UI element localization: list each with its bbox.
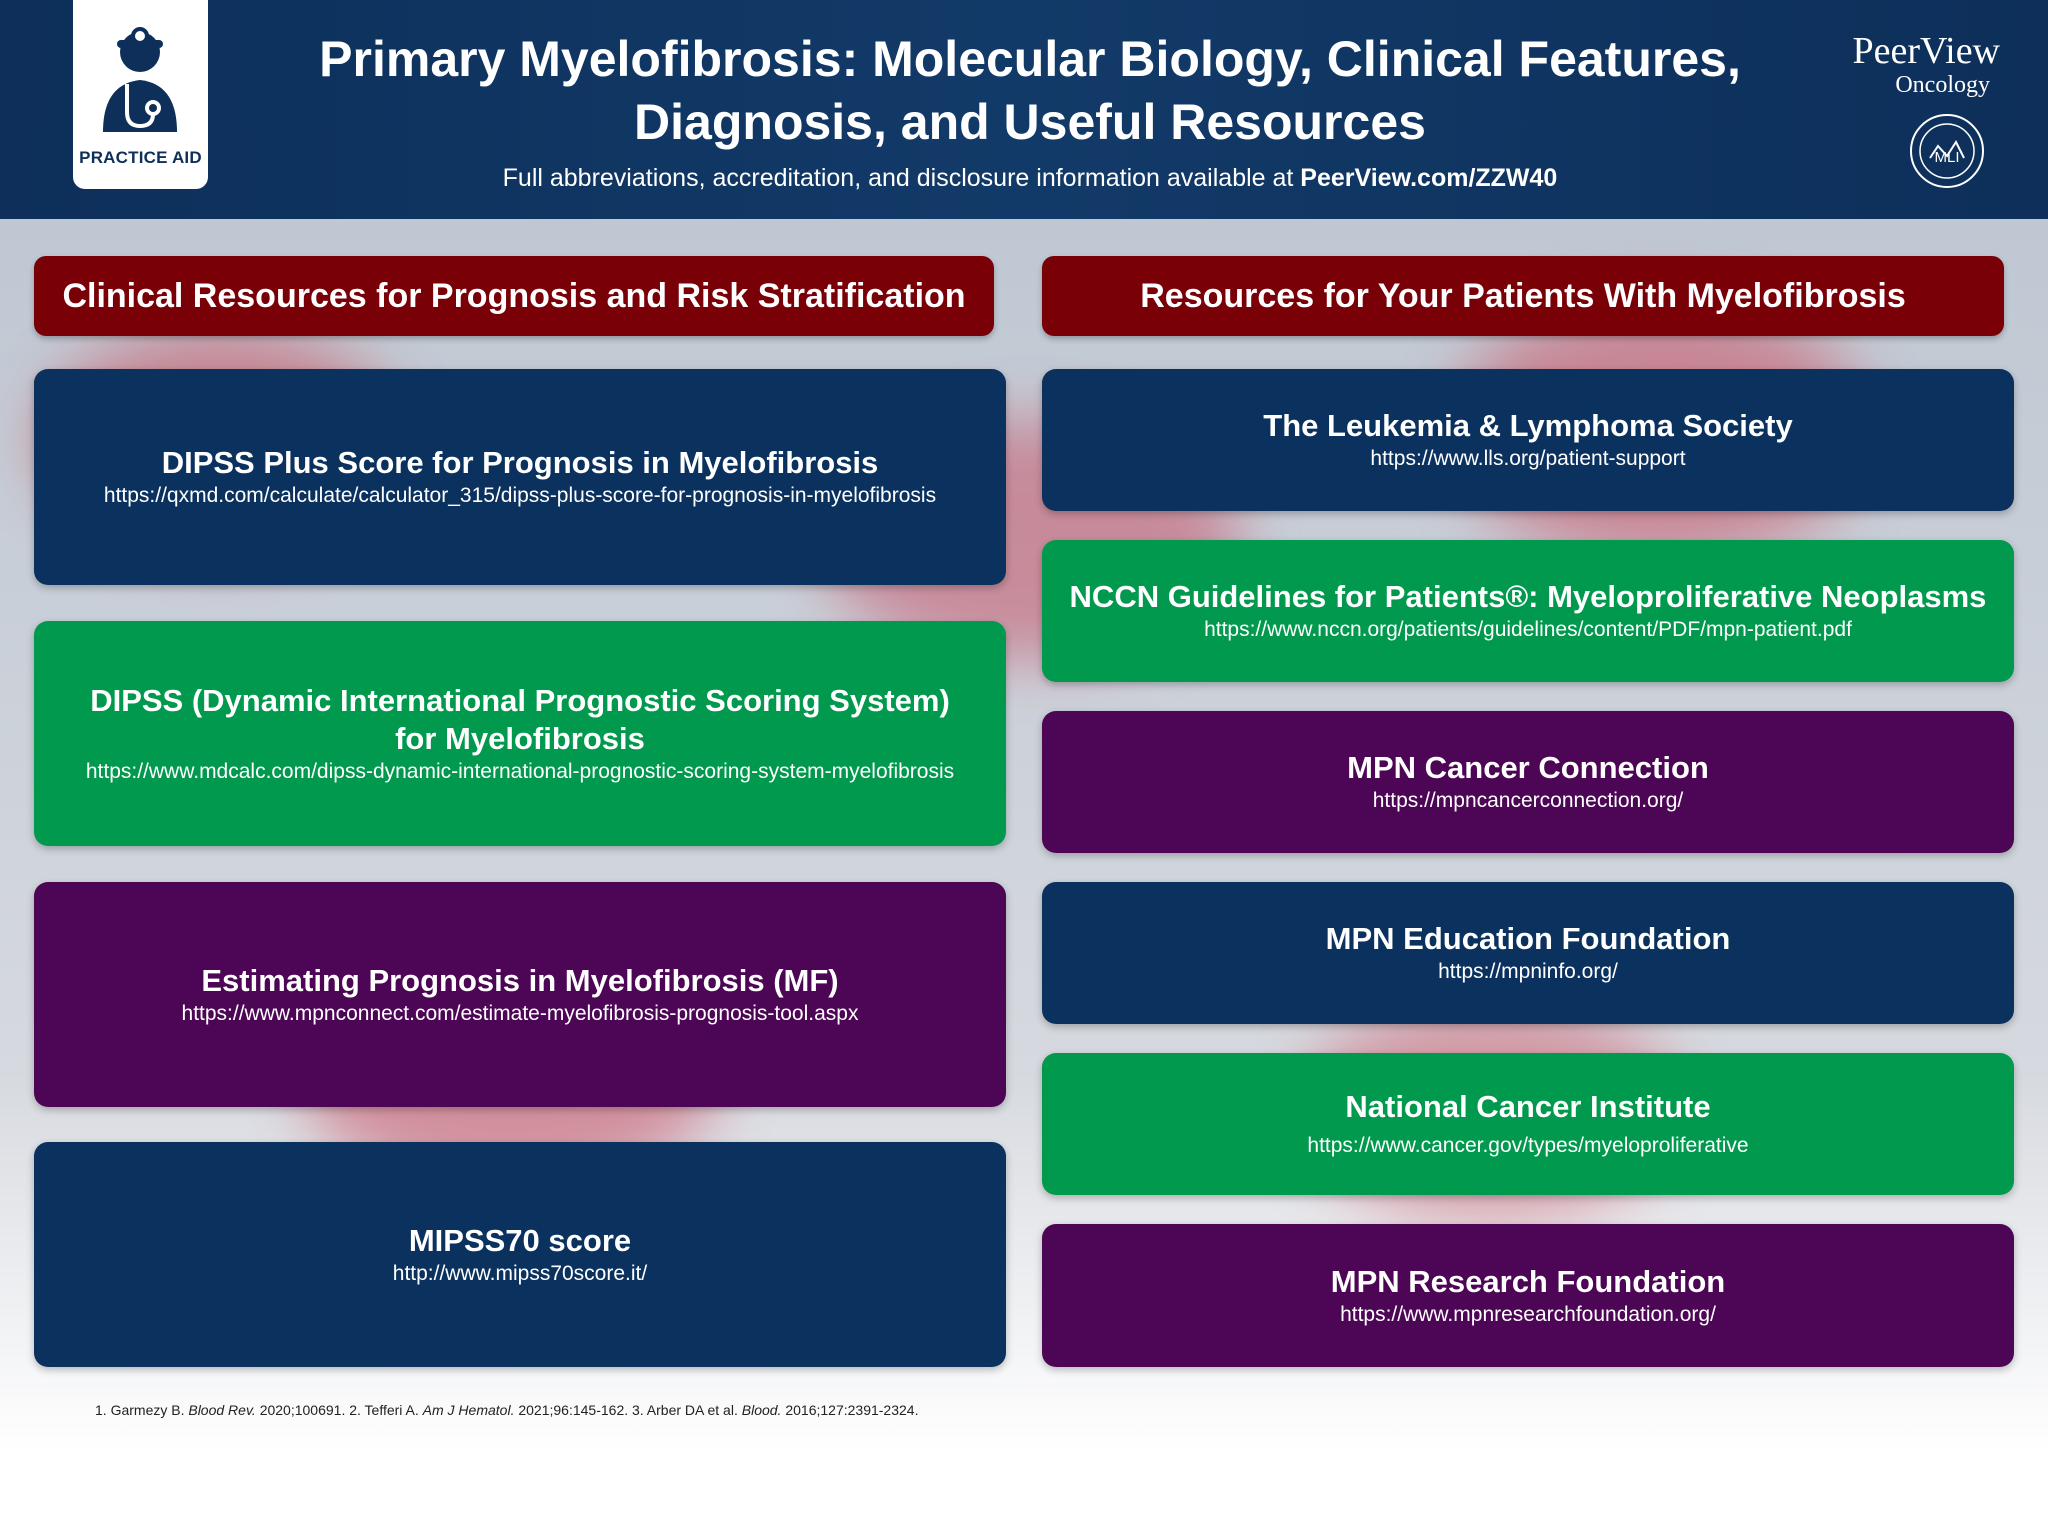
right-section-heading: Resources for Your Patients With Myelofi… xyxy=(1042,256,2004,336)
card-title: MPN Research Foundation xyxy=(1330,1263,1726,1299)
subtitle-text: Full abbreviations, accreditation, and d… xyxy=(502,164,1301,192)
resource-card-mipss70[interactable]: MIPSS70 score http://www.mipss70score.it… xyxy=(34,1142,1006,1367)
resource-card-dipss-plus[interactable]: DIPSS Plus Score for Prognosis in Myelof… xyxy=(34,369,1006,585)
badge-label: PRACTICE AID xyxy=(79,148,202,167)
ref-text: 2021;96:145-162. 3. Arber DA et al. xyxy=(514,1402,742,1418)
card-url[interactable]: https://www.nccn.org/patients/guidelines… xyxy=(1204,618,1852,641)
card-title: MPN Education Foundation xyxy=(1325,921,1731,956)
seal-text: MLI xyxy=(1934,149,1959,166)
card-title: Estimating Prognosis in Myelofibrosis (M… xyxy=(201,962,839,998)
page-title: Primary Myelofibrosis: Molecular Biology… xyxy=(260,28,1800,154)
resource-card-estimating-prognosis[interactable]: Estimating Prognosis in Myelofibrosis (M… xyxy=(34,882,1006,1107)
page-header: PRACTICE AID Primary Myelofibrosis: Mole… xyxy=(0,0,2048,219)
doctor-icon xyxy=(103,27,177,132)
ref-text: 2020;100691. 2. Tefferi A. xyxy=(255,1402,423,1418)
resource-card-dipss[interactable]: DIPSS (Dynamic International Prognostic … xyxy=(34,621,1006,846)
ref-text: 1. Garmezy B. xyxy=(95,1402,189,1418)
ref-journal: Blood. xyxy=(741,1402,782,1418)
card-title: DIPSS (Dynamic International Prognostic … xyxy=(90,682,950,756)
peerview-logo: PeerView Oncology xyxy=(1810,30,2000,98)
card-url[interactable]: https://www.mpnresearchfoundation.org/ xyxy=(1340,1302,1716,1326)
subtitle-link[interactable]: PeerView.com/ZZW40 xyxy=(1300,164,1558,192)
card-url[interactable]: https://www.cancer.gov/types/myeloprolif… xyxy=(1307,1134,1749,1157)
card-title: MIPSS70 score xyxy=(408,1222,632,1258)
references-footnote: 1. Garmezy B. Blood Rev. 2020;100691. 2.… xyxy=(95,1402,918,1418)
card-url[interactable]: https://qxmd.com/calculate/calculator_31… xyxy=(103,484,937,507)
resource-card-lls[interactable]: The Leukemia & Lymphoma Society https://… xyxy=(1042,369,2014,511)
brand-name: PeerView xyxy=(1852,30,2000,72)
ref-journal: Blood Rev. xyxy=(188,1402,256,1418)
card-title: National Cancer Institute xyxy=(1345,1089,1711,1124)
practice-aid-badge: PRACTICE AID xyxy=(73,0,208,189)
card-url[interactable]: https://www.mpnconnect.com/estimate-myel… xyxy=(181,1001,859,1025)
resource-card-mpn-research[interactable]: MPN Research Foundation https://www.mpnr… xyxy=(1042,1224,2014,1367)
resource-card-nccn[interactable]: NCCN Guidelines for Patients®: Myeloprol… xyxy=(1042,540,2014,682)
ref-text: 2016;127:2391-2324. xyxy=(781,1402,919,1418)
mli-seal-icon: MLI xyxy=(1910,114,1984,188)
ref-journal: Am J Hematol. xyxy=(422,1402,515,1418)
card-title: NCCN Guidelines for Patients®: Myeloprol… xyxy=(1069,579,1987,614)
card-url[interactable]: https://www.mdcalc.com/dipss-dynamic-int… xyxy=(85,759,955,783)
resource-card-mpn-cancer-connection[interactable]: MPN Cancer Connection https://mpncancerc… xyxy=(1042,711,2014,853)
title-line-2: Diagnosis, and Useful Resources xyxy=(634,94,1426,150)
card-title: The Leukemia & Lymphoma Society xyxy=(1263,408,1793,443)
card-title: DIPSS Plus Score for Prognosis in Myelof… xyxy=(161,445,879,480)
resource-card-nci[interactable]: National Cancer Institute https://www.ca… xyxy=(1042,1053,2014,1195)
brand-sub: Oncology xyxy=(1895,72,1990,98)
resource-card-mpn-education[interactable]: MPN Education Foundation https://mpninfo… xyxy=(1042,882,2014,1024)
title-line-1: Primary Myelofibrosis: Molecular Biology… xyxy=(319,31,1741,87)
card-url[interactable]: http://www.mipss70score.it/ xyxy=(392,1261,648,1285)
card-title: MPN Cancer Connection xyxy=(1347,750,1709,785)
left-section-heading: Clinical Resources for Prognosis and Ris… xyxy=(34,256,994,336)
page-subtitle: Full abbreviations, accreditation, and d… xyxy=(260,164,1800,193)
card-url[interactable]: https://www.lls.org/patient-support xyxy=(1370,447,1686,470)
card-url[interactable]: https://mpninfo.org/ xyxy=(1438,960,1618,983)
card-url[interactable]: https://mpncancerconnection.org/ xyxy=(1372,789,1684,812)
